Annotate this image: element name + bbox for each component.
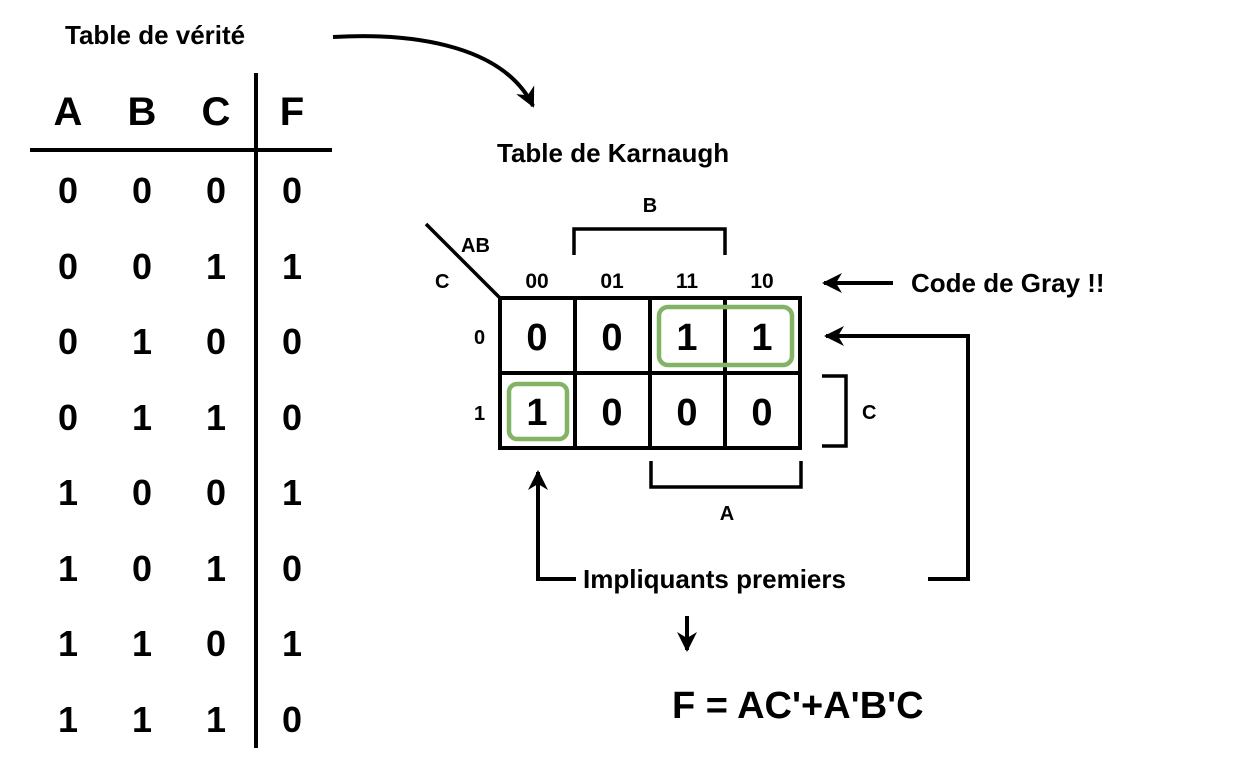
truth-table-cell: 1: [58, 699, 78, 740]
truth-table-cell: 0: [282, 548, 302, 589]
bracket-a: [649, 461, 803, 489]
truth-table-cell: 0: [132, 170, 152, 211]
truth-table-cell: 0: [206, 472, 226, 513]
truth-table-cell: 0: [282, 397, 302, 438]
karnaugh-cell: 0: [751, 392, 772, 434]
truth-table-cell: 1: [282, 472, 302, 513]
prime-implicants-label: Impliquants premiers: [583, 564, 846, 594]
karnaugh-cell: 0: [676, 392, 697, 434]
gray-code-label: Code de Gray !!: [911, 268, 1105, 298]
truth-table-cell: 0: [58, 321, 78, 362]
boolean-equation: F = AC'+A'B'C: [672, 685, 924, 727]
bracket-a-label: A: [720, 503, 734, 525]
row-code: 1: [474, 403, 485, 425]
truth-table-cell: 0: [206, 623, 226, 664]
bracket-b: [572, 227, 727, 255]
truth-table-body: 0 0 0 0 0 0 1 1 0 1 0 0 0 1 1 0 1 0 0 1 1 0 1 0 1 1 0 1 1 1 1 0: [58, 170, 302, 740]
truth-table-cell: 0: [132, 548, 152, 589]
karnaugh-grid: [498, 296, 802, 450]
truth-table-cell: 0: [206, 321, 226, 362]
karnaugh-cell: 1: [676, 317, 697, 359]
implicant-group-ac: [656, 304, 795, 368]
truth-table-cell: 0: [58, 397, 78, 438]
karnaugh-cells: 0 0 1 1 1 0 0 0: [526, 317, 772, 434]
truth-table-cell: 1: [282, 246, 302, 287]
truth-table-header: A B C F: [54, 90, 305, 134]
truth-table-cell: 0: [132, 246, 152, 287]
truth-table-cell: 1: [132, 321, 152, 362]
truth-table-cell: 0: [282, 170, 302, 211]
karnaugh-cell: 0: [526, 317, 547, 359]
karnaugh-cell: 0: [601, 392, 622, 434]
implicant-group-abc: [506, 381, 570, 442]
truth-table-header-a: A: [54, 90, 83, 134]
arrow-implicant-upper: [824, 326, 970, 581]
column-code: 10: [750, 270, 773, 293]
column-code: 01: [600, 270, 624, 293]
arrow-implicant-lower: [528, 470, 576, 581]
bracket-c: [822, 374, 848, 448]
truth-table-header-f: F: [280, 90, 304, 134]
truth-table-cell: 1: [206, 397, 226, 438]
truth-table-cell: 1: [58, 623, 78, 664]
karnaugh-cell: 0: [601, 317, 622, 359]
truth-table-header-c: C: [202, 90, 231, 134]
truth-table-cell: 0: [282, 699, 302, 740]
column-codes: 00 01 11 10: [525, 270, 773, 293]
karnaugh-cell: 1: [751, 317, 772, 359]
truth-table-cell: 1: [206, 246, 226, 287]
truth-table-cell: 1: [206, 548, 226, 589]
corner-diagonal: [424, 222, 502, 300]
truth-table-cell: 0: [58, 246, 78, 287]
truth-table-cell: 0: [282, 321, 302, 362]
karnaugh-cell: 1: [526, 392, 547, 434]
corner-label-c: C: [435, 271, 449, 293]
bracket-b-label: B: [643, 195, 657, 217]
arrow-truth-to-karnaugh: [332, 34, 535, 108]
column-code: 11: [676, 270, 699, 293]
truth-table-cell: 0: [132, 472, 152, 513]
truth-table-title: Table de vérité: [65, 20, 245, 50]
column-code: 00: [525, 270, 548, 293]
row-code: 0: [474, 327, 485, 349]
karnaugh-title: Table de Karnaugh: [497, 138, 729, 168]
truth-table-cell: 0: [58, 170, 78, 211]
bracket-c-label: C: [862, 402, 876, 424]
truth-table-cell: 1: [132, 623, 152, 664]
truth-table-cell: 0: [206, 170, 226, 211]
truth-table-cell: 1: [132, 397, 152, 438]
truth-table-cell: 1: [206, 699, 226, 740]
truth-table-cell: 1: [58, 548, 78, 589]
truth-table-header-b: B: [128, 90, 157, 134]
truth-table-cell: 1: [132, 699, 152, 740]
truth-table-cell: 1: [282, 623, 302, 664]
truth-table-cell: 1: [58, 472, 78, 513]
corner-label-ab: AB: [461, 235, 490, 257]
